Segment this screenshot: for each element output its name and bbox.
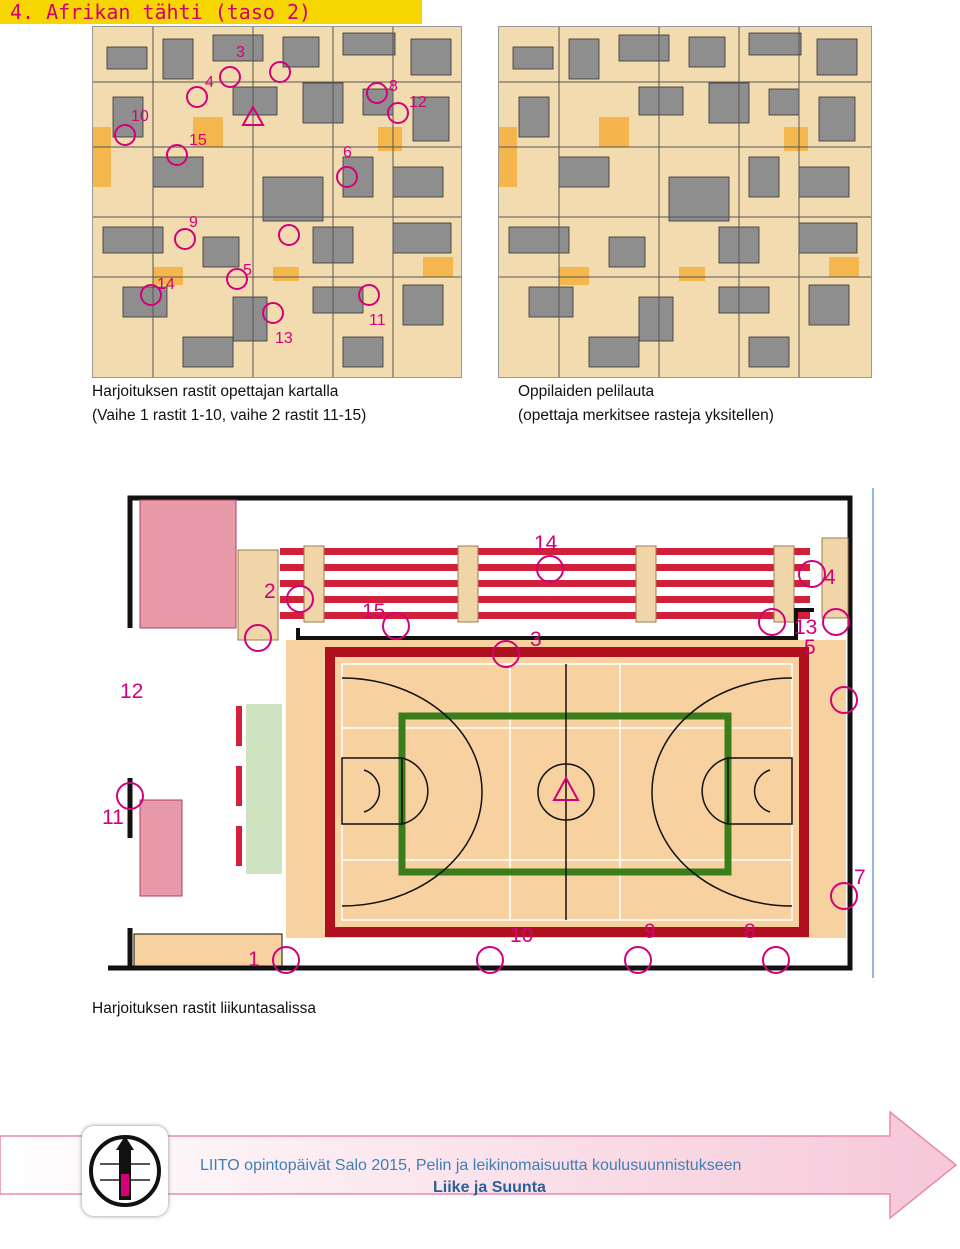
- caption-line: (Vaihe 1 rastit 1-10, vaihe 2 rastit 11-…: [92, 407, 367, 424]
- page-title: 4. Afrikan tähti (taso 2): [0, 0, 422, 24]
- left-map-caption: Harjoituksen rastit opettajan kartalla (…: [92, 380, 366, 428]
- map-label: 5: [243, 262, 252, 279]
- student-map-svg: [499, 27, 871, 377]
- footer-line1: LIITO opintopäivät Salo 2015, Pelin ja l…: [200, 1157, 742, 1174]
- gym-label: 14: [534, 532, 558, 555]
- student-game-board-map: [498, 26, 872, 378]
- gym-control-circles: [116, 555, 858, 974]
- liito-logo: [82, 1126, 168, 1216]
- map-label: 6: [343, 144, 352, 161]
- caption-line: (opettaja merkitsee rasteja yksitellen): [518, 407, 774, 424]
- entry-area: [133, 933, 283, 967]
- map-label: 15: [189, 132, 207, 149]
- gym-label: 5: [804, 636, 816, 659]
- gym-label: 15: [362, 600, 385, 623]
- map-label: 13: [275, 330, 293, 347]
- map-control-circles: [114, 61, 409, 324]
- gym-label: 12: [120, 680, 143, 703]
- teacher-map-svg: 3 4 8 12 10 15 6 9 5 14 13 11: [93, 27, 461, 377]
- green-mat: [246, 704, 282, 874]
- map-label: 9: [189, 214, 198, 231]
- gym-label: 13: [794, 616, 817, 639]
- court-red-line: [325, 647, 809, 937]
- stand-upper-left: [139, 499, 237, 629]
- gym-label: 10: [510, 924, 533, 947]
- gym-label: 9: [644, 920, 656, 943]
- gym-label: 8: [744, 920, 756, 943]
- map-buildings: [102, 32, 452, 368]
- gym-svg: 14 2 15 3 4 13 5 12 11 7 1 10 9 8: [102, 488, 874, 978]
- gym-floor-plan: 14 2 15 3 4 13 5 12 11 7 1 10 9 8: [100, 488, 880, 978]
- gym-label: 1: [248, 948, 260, 971]
- caption-line: Oppilaiden pelilauta: [518, 383, 655, 400]
- gym-label: 3: [530, 628, 542, 651]
- caption-line: Harjoituksen rastit opettajan kartalla: [92, 383, 339, 400]
- map-control-labels: 3 4 8 12 10 15 6 9 5 14 13 11: [131, 44, 427, 347]
- footer-line2: Liike ja Suunta: [433, 1179, 546, 1196]
- stand-lower-left: [139, 799, 183, 897]
- map-label: 11: [369, 312, 386, 329]
- logo-icon: [89, 1135, 161, 1207]
- gym-caption: Harjoituksen rastit liikuntasalissa: [92, 1000, 316, 1017]
- court-black-lines: [341, 664, 793, 920]
- map-label: 4: [205, 74, 214, 91]
- map-label: 3: [236, 44, 245, 61]
- left-benches: [236, 706, 242, 866]
- start-triangle: [552, 775, 580, 801]
- map-label: 8: [389, 78, 398, 95]
- map-label: 12: [409, 94, 427, 111]
- gym-control-labels: 14 2 15 3 4 13 5 12 11 7 1 10 9 8: [102, 532, 866, 971]
- bleachers: [280, 548, 810, 619]
- teacher-orienteering-map: 3 4 8 12 10 15 6 9 5 14 13 11: [92, 26, 462, 378]
- map-label: 10: [131, 108, 149, 125]
- gym-label: 2: [264, 580, 276, 603]
- gym-label: 4: [824, 566, 836, 589]
- left-wooden-bench: [237, 549, 279, 641]
- gym-label: 7: [854, 866, 866, 889]
- map-roads: [93, 27, 461, 377]
- right-map-caption: Oppilaiden pelilauta (opettaja merkitsee…: [518, 380, 774, 428]
- bleacher-stairs: [303, 537, 849, 623]
- gym-label: 11: [102, 806, 124, 829]
- map-label: 14: [157, 276, 175, 293]
